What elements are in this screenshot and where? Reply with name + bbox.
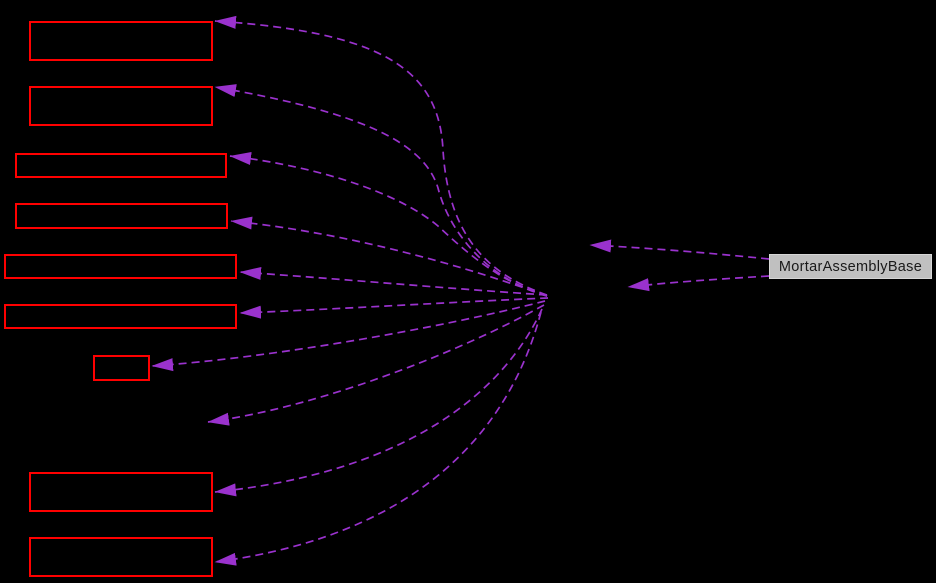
class-node-6[interactable] — [4, 304, 237, 329]
usage-edge-1 — [214, 15, 548, 296]
class-node-1[interactable] — [29, 21, 213, 61]
usage-edge-8 — [207, 304, 545, 426]
usage-edge-6 — [239, 297, 549, 319]
usage-edge-3 — [229, 152, 548, 297]
class-node-3[interactable] — [15, 153, 227, 178]
class-node-9[interactable] — [29, 537, 213, 577]
class-node-label: MortarAssemblyBase — [778, 258, 923, 275]
usage-edge-5 — [239, 266, 548, 296]
class-node-mortar-assembly-base: MortarAssemblyBase — [769, 254, 932, 279]
usage-edge-12 — [627, 275, 770, 292]
usage-edge-10 — [214, 311, 542, 566]
usage-edge-11 — [589, 239, 770, 260]
class-node-2[interactable] — [29, 86, 213, 126]
usage-edge-2 — [214, 84, 548, 297]
class-node-4[interactable] — [15, 203, 228, 229]
class-node-8[interactable] — [29, 472, 213, 512]
class-node-7[interactable] — [93, 355, 150, 381]
class-node-5[interactable] — [4, 254, 237, 279]
usage-edge-4 — [230, 216, 548, 297]
usage-edge-9 — [214, 308, 543, 497]
